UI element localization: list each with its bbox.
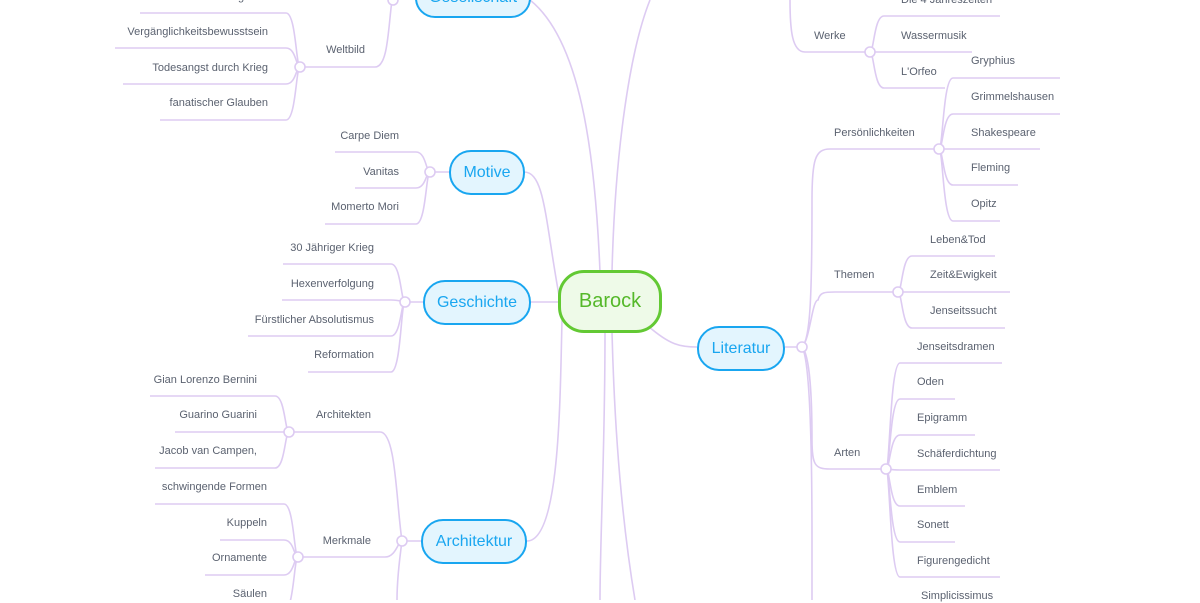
subtopic-label[interactable]: schwingende Formen [161,481,267,493]
arten-label[interactable]: Arten [834,447,861,459]
connector-line [647,325,698,348]
collapse-toggle[interactable] [294,61,306,73]
persoenlichkeiten-label[interactable]: Persönlichkeiten [834,127,915,139]
connector-line [611,331,636,600]
subtopic-label[interactable]: Gian Lorenzo Bernini [153,374,257,386]
subtopic-label[interactable]: Gryphius [971,55,1016,67]
connector-line [325,171,431,225]
connector-line [526,319,563,542]
collapse-toggle[interactable] [387,0,399,6]
topic-motive[interactable]: Motive [449,150,525,195]
subtopic-label[interactable]: Vanitas [363,166,399,178]
topic-geschichte[interactable]: Geschichte [423,280,531,325]
connector-line [282,299,406,303]
subtopic-label[interactable]: Jacob van Campen, [159,445,257,457]
subtopic-label[interactable]: Shakespeare [971,127,1036,139]
connector-line [396,540,403,600]
subtopic-label[interactable]: Simplicissimus [921,590,994,602]
collapse-toggle[interactable] [396,535,408,547]
werke-label[interactable]: Werke [814,30,846,42]
subtopic-label[interactable]: 30 Jähriger Krieg [290,242,374,254]
subtopic-label[interactable]: fanatischer Glauben [169,97,268,109]
topic-architektur[interactable]: Architektur [421,519,527,564]
subtopic-label[interactable]: Guarino Guarini [179,409,257,421]
subtopic-label[interactable]: Leben&Tod [930,234,986,246]
weltbild-label[interactable]: Weltbild [326,44,365,56]
subtopic-label[interactable]: Todesangst durch Krieg [152,62,268,74]
root-node-barock[interactable]: Barock [558,270,662,333]
subtopic-label[interactable]: Vergänglichkeitsbewusstsein [127,26,268,38]
connector-line [529,0,601,273]
subtopic-label[interactable]: L'Orfeo [901,66,937,78]
subtopic-label[interactable]: Kuppeln [226,517,267,529]
connector-line [289,431,403,542]
subtopic-label[interactable]: Säulen [232,588,267,600]
connector-line [801,346,886,470]
subtopic-label[interactable]: Emblem [917,484,958,496]
connector-line [611,0,651,273]
collapse-toggle[interactable] [796,341,808,353]
connector-line [140,12,301,68]
connector-line [155,503,299,558]
topic-literatur[interactable]: Literatur [697,326,785,371]
subtopic-label[interactable]: Figurengedicht [917,555,990,567]
collapse-toggle[interactable] [292,551,304,563]
collapse-toggle[interactable] [424,166,436,178]
subtopic-label[interactable]: Die 4 Jahreszeiten [901,0,993,6]
collapse-toggle[interactable] [892,286,904,298]
collapse-toggle[interactable] [880,463,892,475]
subtopic-label[interactable]: Fleming [971,162,1011,174]
subtopic-label[interactable]: Reformation [314,349,374,361]
subtopic-label[interactable]: Momerto Mori [331,201,399,213]
subtopic-label[interactable]: Jenseitssucht [930,305,997,317]
subtopic-label[interactable]: Wassermusik [901,30,967,42]
connector-line [523,171,561,302]
subtopic-label[interactable]: Hexenverfolgung [290,278,374,290]
subtopic-label[interactable]: Sonett [917,519,949,531]
subtopic-label[interactable]: Grimmelshausen [971,91,1055,103]
collapse-toggle[interactable] [864,46,876,58]
subtopic-label[interactable]: Zeit&Ewigkeit [930,269,997,281]
subtopic-label[interactable]: Schäferdichtung [917,448,997,460]
themen-label[interactable]: Themen [834,269,875,281]
subtopic-label[interactable]: Ornamente [211,552,267,564]
subtopic-label[interactable]: Epigramm [917,412,968,424]
subtopic-label[interactable]: Carpe Diem [340,130,399,142]
collapse-toggle[interactable] [399,296,411,308]
collapse-toggle[interactable] [933,143,945,155]
connector-line [801,346,813,600]
connector-line [885,468,1000,471]
subtopic-label[interactable]: Fürstlicher Absolutismus [254,314,374,326]
subtopic-label[interactable]: Opitz [971,198,997,210]
merkmale-label[interactable]: Merkmale [322,535,371,547]
connector-line [300,0,393,68]
connector-line [789,0,870,53]
architekten-label[interactable]: Architekten [315,409,371,421]
topic-gesellschaft[interactable]: Gesellschaft [415,0,531,18]
connector-line [801,148,939,348]
subtopic-label[interactable]: Jenseitsdramen [917,341,995,353]
subtopic-label[interactable]: Oden [917,376,944,388]
subtopic-label[interactable]: Zerstörtes Lebensgefühl [149,0,268,4]
connector-line [599,332,606,600]
collapse-toggle[interactable] [283,426,295,438]
connector-line [801,291,898,348]
